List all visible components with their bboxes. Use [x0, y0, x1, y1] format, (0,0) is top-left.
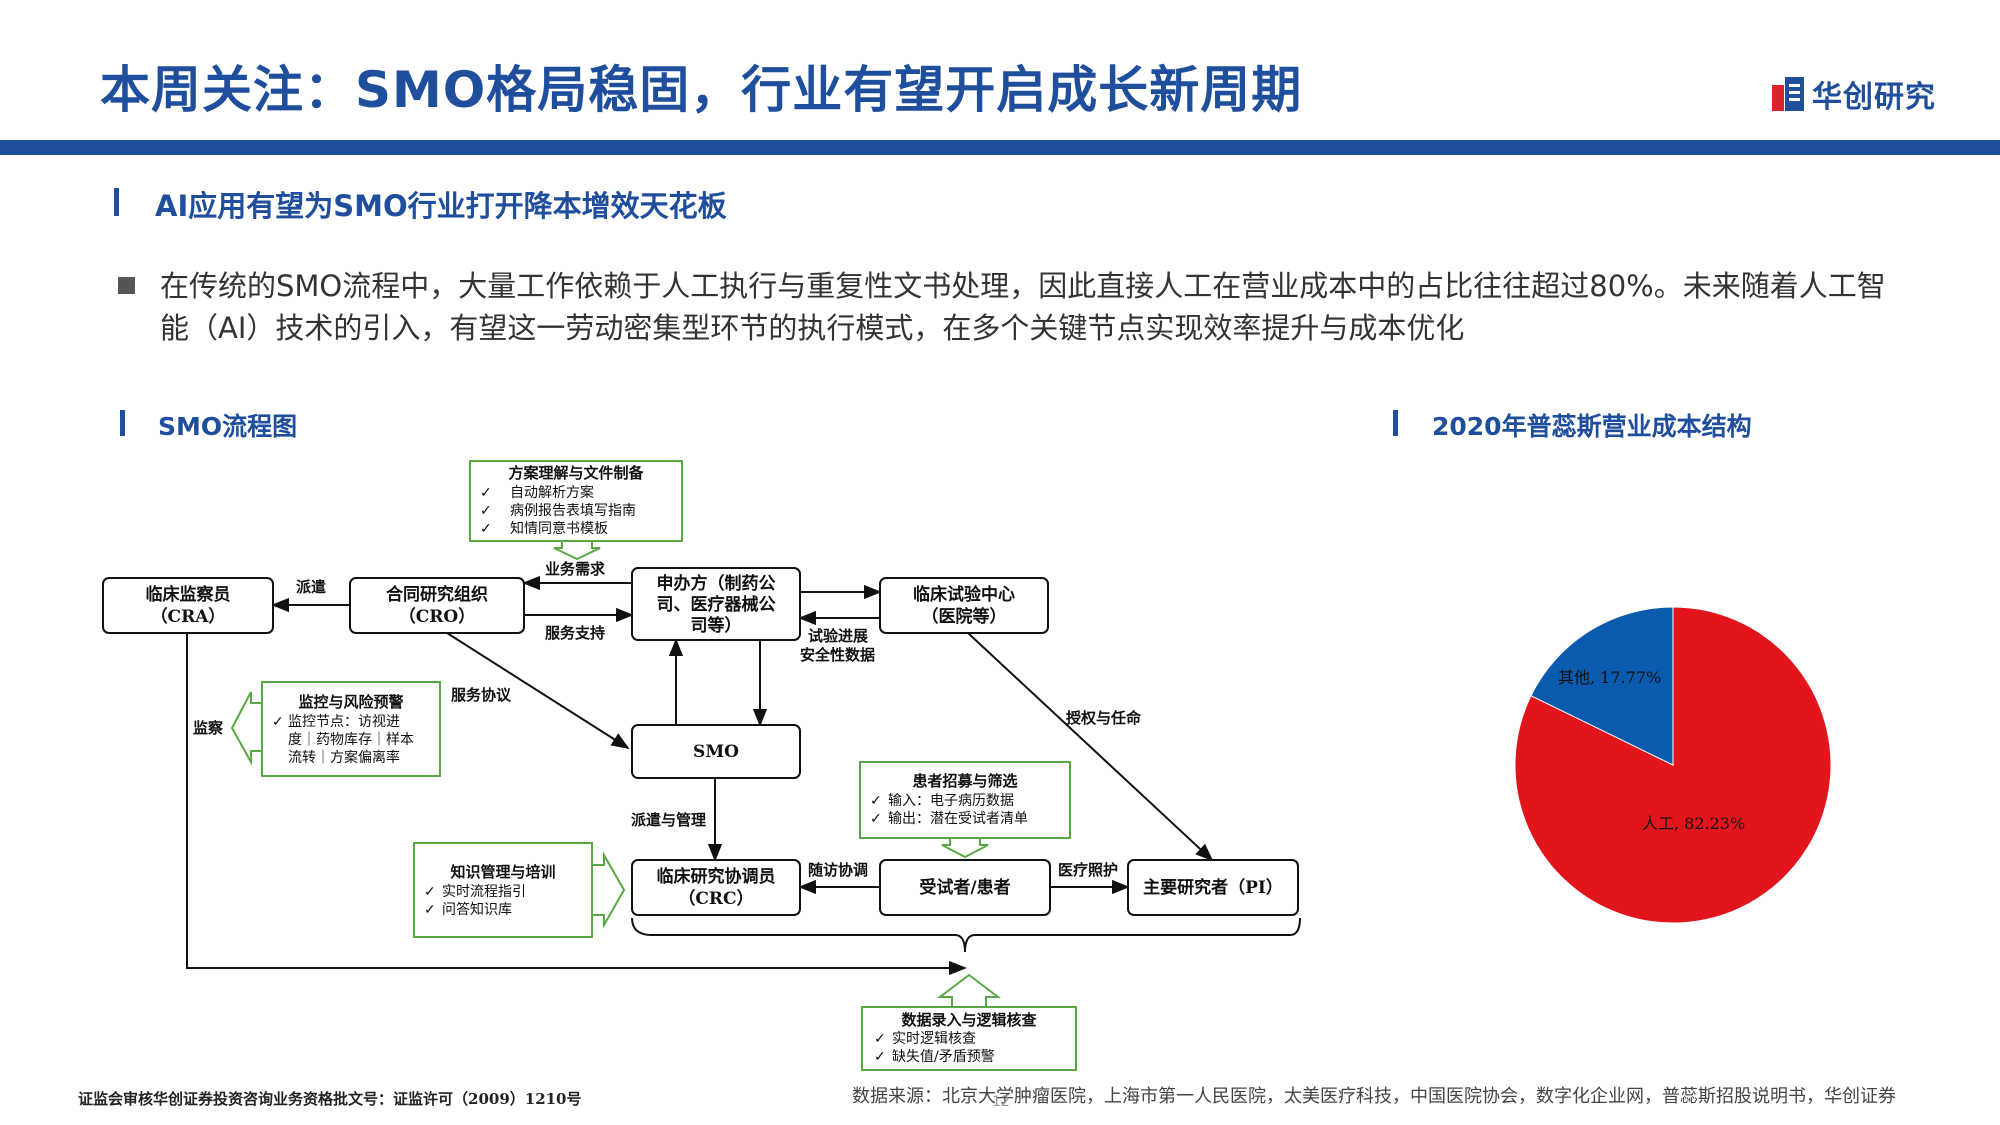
- arrow-site-pi: [967, 632, 1214, 862]
- arrow-cra-monitor: [186, 633, 967, 976]
- brand-logo: 华创研究: [1772, 72, 1936, 116]
- arrow-cro-smo: [446, 632, 630, 749]
- edge-followup: 随访协调: [808, 861, 868, 879]
- ai-arrow-risk: [230, 691, 263, 766]
- smo-flow-heading: SMO流程图: [158, 412, 298, 441]
- ai-protocol-item-3: 知情同意书模板: [510, 520, 608, 537]
- node-smo-label: SMO: [693, 742, 739, 762]
- check-icon: ✓: [480, 503, 492, 519]
- node-site-line2: （医院等）: [922, 606, 1007, 627]
- node-crc-box: [631, 859, 801, 916]
- huachuang-logo-icon: [1772, 77, 1804, 111]
- ai-knowledge-item-1: 实时流程指引: [442, 884, 526, 900]
- node-smo-box: [631, 724, 801, 779]
- ai-box-knowledge: [413, 842, 593, 938]
- check-icon: ✓: [480, 521, 492, 537]
- pie-slice-other: [1530, 606, 1674, 766]
- page-title: 本周关注：SMO格局稳固，行业有望开启成长新周期: [100, 61, 1303, 119]
- ai-arrow-protocol: [553, 540, 601, 561]
- check-icon: ✓: [424, 884, 436, 900]
- ai-box-data: [861, 1006, 1077, 1071]
- ai-risk-item-3: 流转｜方案偏离率: [288, 749, 400, 766]
- edge-authorize: 授权与任命: [1066, 709, 1142, 727]
- pie-label-other: 其他, 17.77%: [1558, 668, 1661, 687]
- ai-arrow-knowledge: [591, 851, 626, 929]
- edge-service-agreement: 服务协议: [451, 686, 512, 704]
- ai-protocol-item-2: 病例报告表填写指南: [510, 503, 636, 519]
- ai-data-item-1: 实时逻辑核查: [892, 1031, 976, 1047]
- header-divider: [0, 140, 2000, 155]
- node-cro-line1: 合同研究组织: [386, 584, 488, 605]
- intro-paragraph: 在传统的SMO流程中，大量工作依赖于人工执行与重复性文书处理，因此直接人工在营业…: [160, 269, 1886, 345]
- smo-heading-marker: [120, 410, 125, 436]
- page-number: 12: [992, 1094, 1010, 1110]
- edge-safety-data: 安全性数据: [800, 646, 875, 664]
- ai-data-title: 数据录入与逻辑核查: [901, 1011, 1037, 1029]
- bullet-square-icon: [118, 277, 135, 294]
- pie-slice-labor: [1514, 606, 1832, 924]
- edge-dispatch-manage: 派遣与管理: [631, 811, 706, 829]
- ai-data-item-2: 缺失值/矛盾预警: [892, 1049, 995, 1065]
- node-cra-line1: 临床监察员: [146, 584, 231, 605]
- node-patient-box: [879, 859, 1051, 916]
- check-icon: ✓: [870, 811, 882, 827]
- ai-recruit-item-2: 输出：潜在受试者清单: [888, 811, 1028, 827]
- ai-recruit-item-1: 输入：电子病历数据: [888, 793, 1014, 809]
- cost-pie-chart: 人工, 82.23% 其他, 17.77%: [1514, 606, 1832, 924]
- pie-label-labor: 人工, 82.23%: [1642, 814, 1745, 833]
- cost-structure-heading: 2020年普蕊斯营业成本结构: [1432, 412, 1752, 441]
- ai-arrow-data: [937, 973, 1001, 1008]
- data-source: 数据来源：北京大学肿瘤医院，上海市第一人民医院，太美医疗科技，中国医院协会，数字…: [852, 1086, 1896, 1107]
- edge-monitor: 监察: [193, 719, 224, 737]
- edge-business-support: 服务支持: [545, 624, 605, 642]
- node-sponsor-box: [631, 567, 801, 641]
- ai-box-risk: [261, 681, 441, 777]
- bottom-row-brace: [631, 917, 1301, 953]
- node-cra-line2: （CRA）: [151, 606, 226, 627]
- ai-knowledge-title: 知识管理与培训: [450, 863, 555, 881]
- node-crc-line1: 临床研究协调员: [657, 866, 776, 887]
- node-site-box: [879, 577, 1049, 634]
- check-icon: ✓: [272, 714, 284, 730]
- ai-risk-item-2: 度｜药物库存｜样本: [288, 732, 414, 748]
- edge-dispatch: 派遣: [296, 578, 326, 596]
- node-cro-box: [349, 577, 525, 634]
- ai-protocol-item-1: 自动解析方案: [510, 484, 594, 501]
- ai-arrow-recruit: [941, 837, 989, 859]
- node-pi-box: [1127, 859, 1299, 916]
- cost-heading-marker: [1393, 410, 1398, 436]
- check-icon: ✓: [874, 1049, 886, 1065]
- check-icon: ✓: [870, 793, 882, 809]
- license-note: 证监会审核华创证券投资咨询业务资格批文号：证监许可（2009）1210号: [78, 1090, 582, 1108]
- check-icon: ✓: [874, 1031, 886, 1047]
- node-sponsor-line3: 司等）: [691, 615, 742, 636]
- ai-box-protocol: [469, 460, 683, 542]
- node-sponsor-line1: 申办方（制药公: [657, 573, 776, 594]
- node-crc-line2: （CRC）: [678, 888, 753, 909]
- ai-risk-title: 监控与风险预警: [298, 693, 403, 711]
- edge-medical-care: 医疗照护: [1058, 861, 1118, 879]
- node-pi-label: 主要研究者（PI）: [1143, 877, 1283, 898]
- ai-recruit-title: 患者招募与筛选: [912, 772, 1017, 790]
- section-marker: [114, 188, 119, 216]
- check-icon: ✓: [424, 902, 436, 918]
- ai-knowledge-item-2: 问答知识库: [442, 901, 512, 918]
- edge-trial-progress: 试验进展: [808, 627, 868, 645]
- check-icon: ✓: [480, 485, 492, 501]
- node-site-line1: 临床试验中心: [913, 584, 1015, 605]
- ai-risk-item-1: 监控节点：访视进: [288, 714, 400, 730]
- node-cra-box: [102, 577, 274, 634]
- node-patient-label: 受试者/患者: [919, 877, 1010, 898]
- node-sponsor-line2: 司、医疗器械公: [657, 594, 776, 615]
- section-heading: AI应用有望为SMO行业打开降本增效天花板: [155, 189, 727, 223]
- node-cro-line2: （CRO）: [399, 606, 475, 627]
- logo-text: 华创研究: [1812, 80, 1936, 115]
- ai-protocol-title: 方案理解与文件制备: [508, 464, 644, 482]
- edge-business-need: 业务需求: [545, 560, 606, 578]
- ai-box-recruit: [859, 761, 1071, 839]
